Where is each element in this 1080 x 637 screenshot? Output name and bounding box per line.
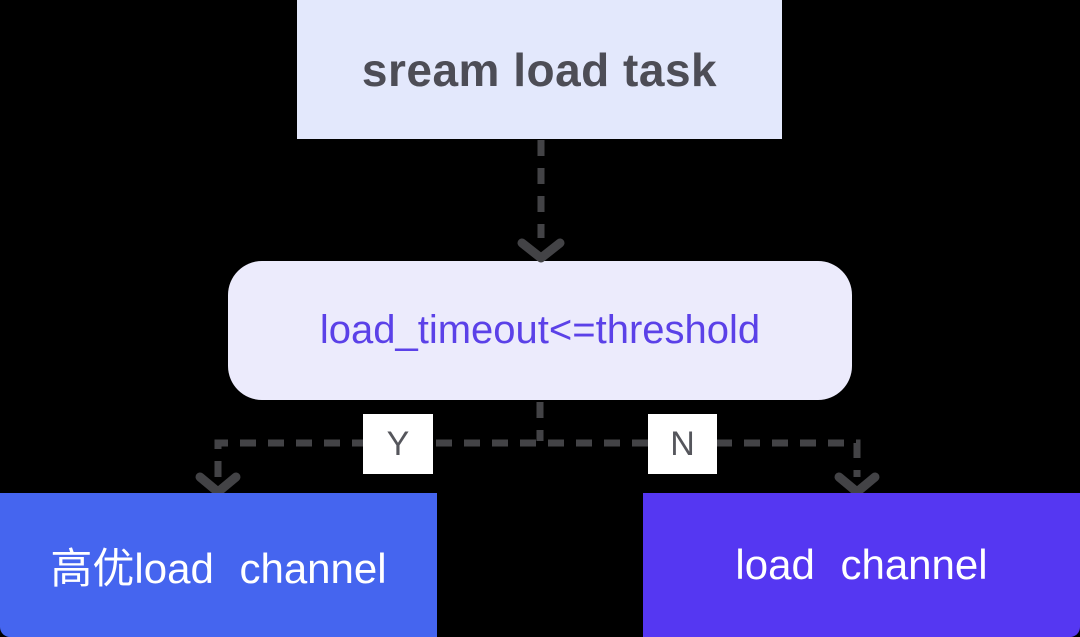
branch-no-text: N <box>670 424 695 463</box>
high-priority-channel-node: 高优load channel <box>0 493 437 637</box>
high-priority-channel-label: 高优load channel <box>50 544 387 592</box>
arrow-down-icon <box>517 238 565 263</box>
branch-label-yes: Y <box>363 414 433 474</box>
start-node-label: sream load task <box>361 43 718 96</box>
branch-label-no: N <box>648 414 717 474</box>
arrow-down-icon <box>195 472 241 497</box>
branch-yes-text: Y <box>386 424 410 463</box>
decision-node-label: load_timeout<=threshold <box>319 308 761 352</box>
load-channel-node: load channel <box>643 493 1080 637</box>
start-node: sream load task <box>297 0 782 139</box>
edge-branch-line <box>214 439 861 477</box>
decision-node: load_timeout<=threshold <box>228 261 852 400</box>
load-channel-label: load channel <box>735 541 988 588</box>
arrow-down-icon <box>834 472 880 497</box>
